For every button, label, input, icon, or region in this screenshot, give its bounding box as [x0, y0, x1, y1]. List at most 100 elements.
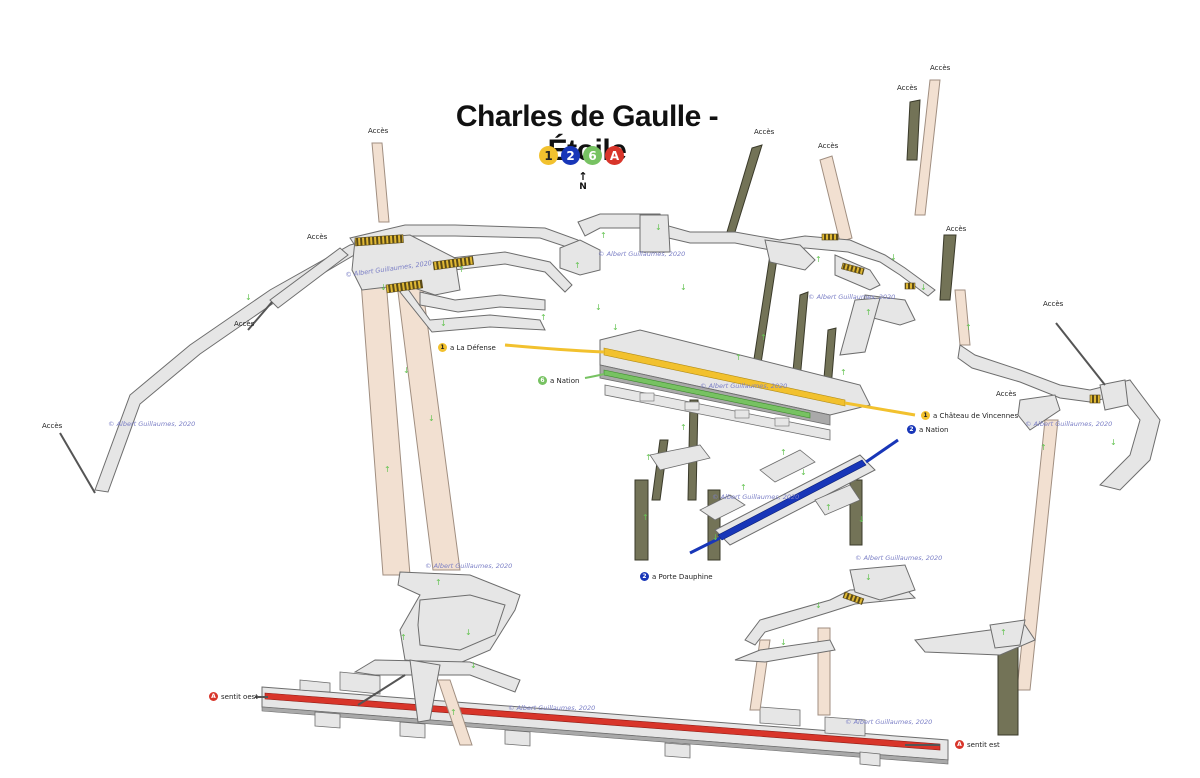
line-a-badge: A: [605, 146, 624, 165]
copyright-watermark: © Albert Guillaumes, 2020: [808, 293, 896, 301]
svg-text:↑: ↑: [450, 708, 457, 717]
access-label: Accès: [307, 233, 328, 241]
svg-text:↓: ↓: [612, 323, 619, 332]
access-shafts: [359, 79, 1059, 746]
access-label: Accès: [754, 128, 775, 136]
svg-text:↑: ↑: [400, 633, 407, 642]
north-arrow-icon: ↑: [578, 170, 588, 183]
svg-text:↓: ↓: [245, 293, 252, 302]
svg-text:↓: ↓: [470, 661, 477, 670]
svg-text:↓: ↓: [815, 601, 822, 610]
destination-text: a La Défense: [450, 343, 496, 352]
svg-text:↓: ↓: [1110, 438, 1117, 447]
left-corridors: [94, 224, 591, 493]
destination-line1-chateau-de-vincennes: 1 a Château de Vincennes: [921, 411, 1018, 420]
rer-a-platform: [261, 671, 949, 767]
line-6-badge: 6: [583, 146, 602, 165]
svg-text:↓: ↓: [865, 573, 872, 582]
svg-text:↓: ↓: [780, 638, 787, 647]
lower-corridors: [353, 564, 1036, 723]
line-badges: 1 2 6 A: [539, 146, 624, 165]
destination-text: a Château de Vincennes: [933, 411, 1019, 420]
svg-text:↓: ↓: [655, 223, 662, 232]
svg-text:↑: ↑: [458, 265, 465, 274]
destination-line2-nation: 2 a Nation: [907, 425, 948, 434]
destination-line1-la-defense: 1 a La Défense: [438, 343, 496, 352]
destination-text: sentit oest: [221, 692, 259, 701]
svg-text:↑: ↑: [384, 465, 391, 474]
destination-text: a Nation: [919, 425, 949, 434]
svg-text:↓: ↓: [428, 414, 435, 423]
svg-text:↓: ↓: [890, 253, 897, 262]
line-2-mini-badge: 2: [640, 572, 649, 581]
central-corridors: [559, 213, 936, 356]
svg-text:↑: ↑: [540, 313, 547, 322]
svg-text:↓: ↓: [800, 468, 807, 477]
svg-text:↓: ↓: [712, 533, 719, 542]
svg-text:↑: ↑: [600, 231, 607, 240]
copyright-watermark: © Albert Guillaumes, 2020: [598, 250, 686, 258]
access-ramps: [59, 301, 1106, 746]
right-corridors: [957, 344, 1161, 491]
destination-text: a Nation: [550, 376, 580, 385]
north-label: N: [579, 182, 587, 192]
svg-text:↑: ↑: [780, 448, 787, 457]
svg-text:↓: ↓: [465, 628, 472, 637]
line2-platform: [649, 438, 899, 555]
svg-text:↑: ↑: [865, 308, 872, 317]
line-6-mini-badge: 6: [538, 376, 547, 385]
access-label: Accès: [1043, 300, 1064, 308]
svg-text:↑: ↑: [840, 368, 847, 377]
line-a-mini-badge: A: [955, 740, 964, 749]
north-indicator: ↑ N: [575, 170, 591, 192]
access-label: Accès: [897, 84, 918, 92]
destination-rer-a-west: A sentit oest: [209, 692, 258, 701]
svg-text:↓: ↓: [680, 283, 687, 292]
line-1-mini-badge: 1: [921, 411, 930, 420]
svg-text:↓: ↓: [920, 283, 927, 292]
svg-text:↑: ↑: [680, 423, 687, 432]
svg-text:↓: ↓: [858, 515, 865, 524]
svg-text:↑: ↑: [435, 578, 442, 587]
copyright-watermark: © Albert Guillaumes, 2020: [712, 493, 800, 501]
destination-text: a Porte Dauphine: [652, 572, 713, 581]
svg-text:↑: ↑: [1000, 628, 1007, 637]
line1-line6-platforms: [504, 329, 916, 441]
svg-text:↓: ↓: [403, 366, 410, 375]
line-2-mini-badge: 2: [907, 425, 916, 434]
copyright-watermark: © Albert Guillaumes, 2020: [855, 554, 943, 562]
copyright-watermark: © Albert Guillaumes, 2020: [108, 420, 196, 428]
svg-text:↑: ↑: [574, 261, 581, 270]
svg-text:↑: ↑: [815, 255, 822, 264]
svg-text:↑: ↑: [735, 353, 742, 362]
destination-text: sentit est: [967, 740, 1000, 749]
access-label: Accès: [368, 127, 389, 135]
svg-text:↓: ↓: [595, 303, 602, 312]
svg-text:↑: ↑: [825, 503, 832, 512]
line-1-badge: 1: [539, 146, 558, 165]
svg-text:↑: ↑: [645, 453, 652, 462]
svg-text:↑: ↑: [740, 483, 747, 492]
svg-text:↓: ↓: [440, 319, 447, 328]
svg-text:↑: ↑: [1040, 443, 1047, 452]
access-label: Accès: [818, 142, 839, 150]
destination-line6-nation: 6 a Nation: [538, 376, 579, 385]
copyright-watermark: © Albert Guillaumes, 2020: [845, 718, 933, 726]
line-2-badge: 2: [561, 146, 580, 165]
svg-text:↓: ↓: [380, 283, 387, 292]
svg-text:↑: ↑: [760, 333, 767, 342]
copyright-watermark: © Albert Guillaumes, 2020: [425, 562, 513, 570]
escalators: [354, 233, 1101, 605]
line-a-mini-badge: A: [209, 692, 218, 701]
access-label: Accès: [996, 390, 1017, 398]
svg-text:↑: ↑: [965, 323, 972, 332]
svg-text:↑: ↑: [642, 513, 649, 522]
access-label: Accès: [930, 64, 951, 72]
copyright-watermark: © Albert Guillaumes, 2020: [700, 382, 788, 390]
flow-arrows: ↓↓↑ ↓↑↓ ↑↓↓ ↓↓↑ ↑↑↑ ↑↑↑ ↑↑↑ ↓↑↑ ↑↓↓ ↑↓↑ …: [245, 223, 1117, 717]
line-1-mini-badge: 1: [438, 343, 447, 352]
copyright-watermark: © Albert Guillaumes, 2020: [1025, 420, 1113, 428]
destination-rer-a-east: A sentit est: [955, 740, 1000, 749]
access-label: Accès: [946, 225, 967, 233]
